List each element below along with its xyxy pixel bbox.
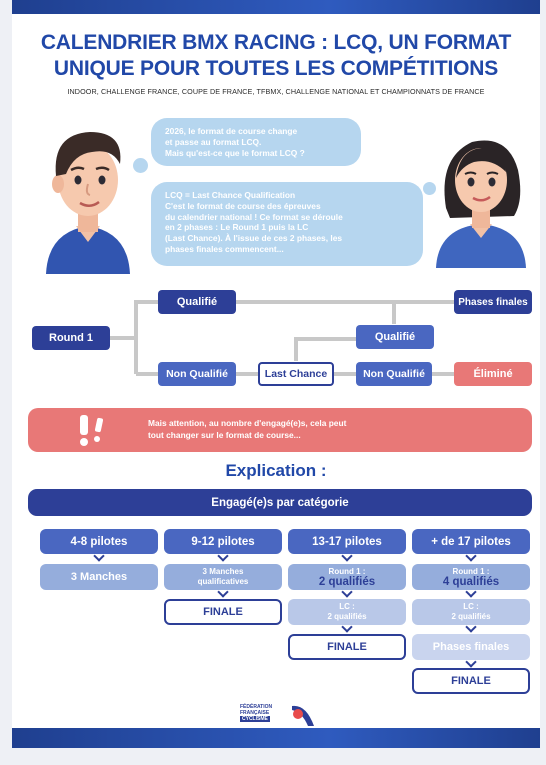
connector bbox=[136, 372, 158, 376]
cell-text: 2 qualifiés bbox=[327, 612, 367, 621]
last-chance-node: Last Chance bbox=[258, 362, 334, 386]
lc-box: LC : 2 qualifiés bbox=[412, 599, 530, 625]
answer-line: du calendrier national ! Ce format se dé… bbox=[165, 211, 343, 222]
explanation-title: Explication : bbox=[225, 461, 327, 480]
connector bbox=[136, 300, 158, 304]
non-qualifie-node-2: Non Qualifié bbox=[356, 362, 432, 386]
cell-text: Round 1 : bbox=[328, 567, 366, 576]
cell-text: 2 qualifiés bbox=[318, 576, 376, 588]
thought-dot-right bbox=[423, 182, 436, 195]
answer-line: phases finales commencent... bbox=[165, 243, 284, 254]
connector bbox=[334, 372, 356, 376]
finale-box: FINALE bbox=[288, 634, 406, 660]
connector bbox=[294, 337, 298, 361]
warning-banner: Mais attention, au nombre d'engagé(e)s, … bbox=[28, 408, 532, 452]
column-header-17-plus: + de 17 pilotes bbox=[412, 529, 530, 554]
qualifie-node: Qualifié bbox=[158, 290, 236, 314]
answer-line: C'est le format de course des épreuves bbox=[165, 200, 321, 211]
connector bbox=[236, 300, 454, 304]
connector bbox=[432, 372, 454, 376]
step-3-manches-qualificatives: 3 Manches qualificatives bbox=[164, 564, 282, 590]
round1-box: Round 1 : 2 qualifiés bbox=[288, 564, 406, 590]
column-header-13-17: 13-17 pilotes bbox=[288, 529, 406, 554]
cell-text: Phases finales bbox=[432, 641, 510, 653]
lc-box: LC : 2 qualifiés bbox=[288, 599, 406, 625]
column-header-4-8: 4-8 pilotes bbox=[40, 529, 158, 554]
logo-line: FRANÇAISE bbox=[240, 710, 270, 716]
finale-box: FINALE bbox=[412, 668, 530, 694]
round1-node: Round 1 bbox=[32, 326, 110, 350]
top-stripe bbox=[12, 0, 540, 14]
title-line-1: CALENDRIER BMX RACING : LCQ, UN FORMAT bbox=[40, 31, 512, 54]
round1-box: Round 1 : 4 qualifiés bbox=[412, 564, 530, 590]
cell-text: Round 1 : bbox=[452, 567, 490, 576]
non-qualifie-node-1: Non Qualifié bbox=[158, 362, 236, 386]
connector bbox=[236, 372, 258, 376]
exclamation-icon bbox=[80, 415, 104, 446]
elimine-node: Éliminé bbox=[454, 362, 532, 386]
phases-finales-box: Phases finales bbox=[412, 634, 530, 660]
column-header-9-12: 9-12 pilotes bbox=[164, 529, 282, 554]
qualifie-lc-node: Qualifié bbox=[356, 325, 434, 349]
man-avatar bbox=[46, 132, 130, 274]
ffc-logo: FÉDÉRATION FRANÇAISE CYCLISME bbox=[240, 700, 320, 732]
answer-bubble: LCQ = Last Chance Qualification C'est le… bbox=[151, 182, 423, 266]
bottom-stripe bbox=[12, 728, 540, 748]
subtitle: INDOOR, CHALLENGE FRANCE, COUPE DE FRANC… bbox=[67, 87, 485, 96]
cell-text: FINALE bbox=[327, 641, 367, 653]
cyclist-logo-icon bbox=[292, 705, 314, 726]
connector bbox=[134, 300, 138, 374]
cell-text: 4 qualifiés bbox=[442, 576, 500, 588]
cell-text: FINALE bbox=[451, 675, 491, 687]
step-3-manches: 3 Manches bbox=[40, 564, 158, 590]
finale-box: FINALE bbox=[164, 599, 282, 625]
cell-text: 3 Manches bbox=[70, 571, 128, 583]
warning-line: tout changer sur le format de course... bbox=[148, 429, 301, 440]
warning-text: Mais attention, au nombre d'engagé(e)s, … bbox=[148, 418, 518, 441]
logo-text: FÉDÉRATION FRANÇAISE CYCLISME bbox=[240, 704, 272, 722]
answer-line: LCQ = Last Chance Qualification bbox=[165, 190, 296, 200]
question-line: Mais qu'est-ce que le format LCQ ? bbox=[165, 147, 305, 158]
thought-dot-left bbox=[133, 158, 148, 173]
phases-finales-node: Phases finales bbox=[454, 290, 532, 314]
logo-line: CYCLISME bbox=[240, 716, 270, 722]
infographic-page: CALENDRIER BMX RACING : LCQ, UN FORMAT U… bbox=[12, 0, 540, 748]
cell-text: 3 Manches bbox=[202, 567, 244, 576]
question-bubble: 2026, le format de course change et pass… bbox=[151, 118, 361, 166]
cell-text: 2 qualifiés bbox=[451, 612, 491, 621]
connector bbox=[110, 336, 136, 340]
question-line: et passe au format LCQ. bbox=[165, 136, 262, 147]
cell-text: LC : bbox=[463, 602, 479, 611]
question-line: 2026, le format de course change bbox=[165, 126, 298, 136]
cell-text: qualificatives bbox=[197, 577, 249, 586]
answer-line: (Last Chance). À l'issue de ces 2 phases… bbox=[165, 233, 343, 244]
title-line-2: UNIQUE POUR TOUTES LES COMPÉTITIONS bbox=[53, 57, 499, 80]
category-bar: Engagé(e)s par catégorie bbox=[28, 489, 532, 516]
woman-avatar bbox=[436, 140, 526, 268]
cell-text: LC : bbox=[339, 602, 355, 611]
warning-line: Mais attention, au nombre d'engagé(e)s, … bbox=[148, 418, 347, 428]
cell-text: FINALE bbox=[203, 606, 243, 618]
logo-line: FÉDÉRATION bbox=[240, 704, 273, 710]
answer-line: en 2 phases : Le Round 1 puis la LC bbox=[165, 222, 309, 233]
connector bbox=[296, 337, 356, 341]
connector bbox=[392, 302, 396, 324]
